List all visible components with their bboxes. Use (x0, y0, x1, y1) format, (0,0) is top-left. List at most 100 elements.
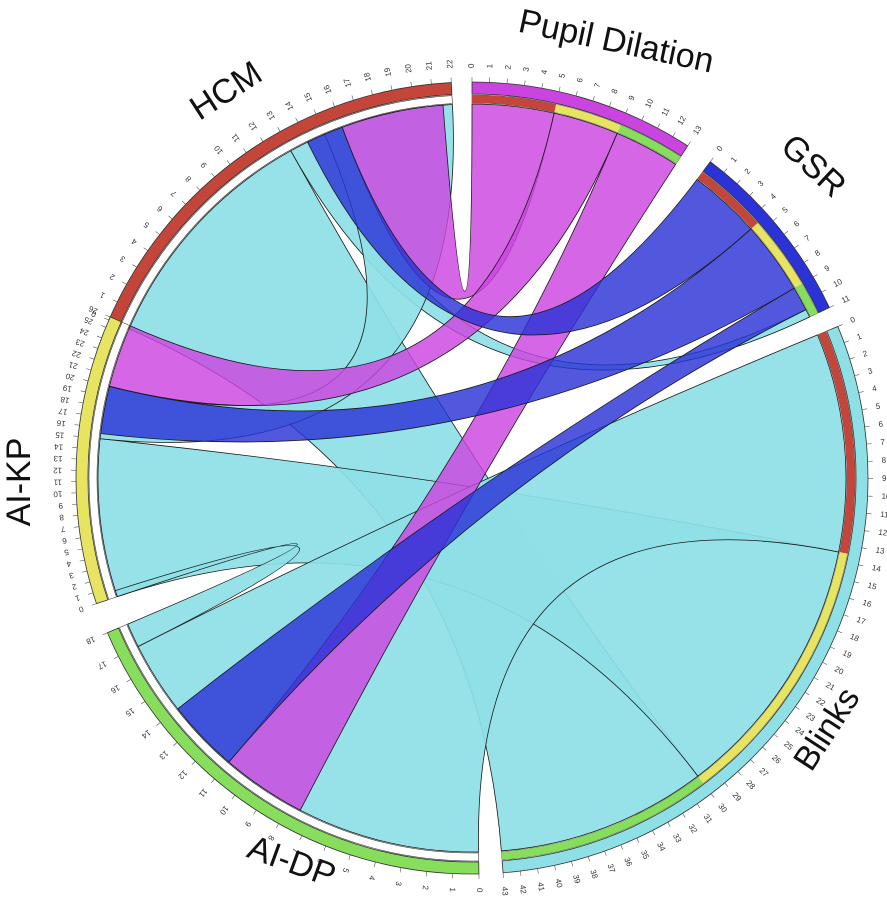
tick-label: 16 (861, 598, 873, 609)
tick-label: 8 (266, 834, 276, 843)
segment-track-aidp (119, 624, 479, 862)
tick-mark (373, 861, 376, 867)
tick-mark (410, 81, 412, 87)
tick-mark (82, 570, 88, 573)
tick-label: 36 (622, 856, 634, 868)
tick-mark (558, 86, 561, 92)
tick-label: 2 (862, 349, 869, 359)
tick-label: 5 (142, 220, 151, 230)
tick-label: 17 (855, 615, 867, 627)
tick-mark (636, 837, 640, 843)
tick-label: 11 (229, 132, 241, 144)
tick-label: 4 (871, 384, 878, 394)
tick-mark (86, 368, 92, 371)
tick-label: 17 (57, 406, 68, 416)
tick-label: 11 (840, 293, 852, 305)
tick-mark (537, 868, 539, 874)
tick-mark (399, 867, 402, 873)
tick-label: 6 (792, 219, 801, 229)
tick-mark (78, 401, 84, 404)
tick-label: 5 (781, 205, 791, 215)
tick-label: 22 (70, 348, 82, 359)
tick-mark (295, 117, 299, 123)
tick-mark (323, 845, 327, 851)
tick-mark (737, 771, 742, 776)
tick-label: 15 (867, 581, 878, 592)
tick-mark (243, 148, 247, 153)
tick-label: 0 (475, 888, 484, 893)
tick-mark (231, 795, 236, 800)
tick-label: 4 (65, 559, 72, 569)
tick-label: 18 (59, 394, 70, 405)
tick-mark (113, 656, 119, 659)
tick-label: 33 (671, 832, 683, 845)
tick-mark (822, 662, 828, 665)
tick-mark (101, 325, 106, 328)
tick-label: 4 (367, 875, 377, 882)
segment-arc-aikp (75, 316, 122, 605)
tick-mark (821, 289, 827, 293)
tick-mark (211, 778, 215, 783)
tick-mark (105, 314, 111, 318)
tick-mark (830, 646, 835, 650)
tick-label: 1 (448, 887, 457, 892)
ribbon-gsr-to-aidp (177, 287, 807, 763)
segment-arc-gsr (702, 161, 830, 314)
tick-label: 16 (109, 683, 122, 696)
tick-mark (829, 305, 835, 308)
tick-label: 19 (382, 66, 393, 77)
tick-mark (425, 871, 428, 877)
tick-label: 0 (89, 309, 97, 319)
link-indicator-pupil (554, 104, 621, 133)
tick-label: 7 (290, 846, 300, 854)
tick-label: 5 (63, 547, 70, 557)
tick-label: 24 (78, 326, 90, 338)
tick-label: 3 (521, 66, 531, 72)
tick-mark (332, 101, 335, 107)
tick-label: 10 (212, 143, 225, 156)
tick-mark (524, 80, 526, 86)
tick-mark (854, 581, 860, 584)
tick-mark (73, 435, 79, 437)
tick-label: 13 (875, 545, 886, 556)
tick-label: 7 (592, 81, 602, 89)
tick-mark (191, 761, 196, 766)
tick-label: 30 (716, 802, 729, 815)
tick-label: 14 (283, 99, 295, 111)
tick-mark (858, 564, 864, 567)
tick-label: 13 (53, 454, 63, 463)
tick-mark (554, 865, 556, 871)
tick-label: 19 (841, 648, 853, 660)
segment-arc-aidp (106, 627, 480, 875)
tick-label: 35 (639, 849, 651, 861)
tick-mark (761, 204, 766, 209)
tick-mark (696, 803, 701, 809)
tick-label: 8 (58, 513, 64, 522)
tick-mark (122, 281, 127, 285)
tick-label: 12 (53, 466, 63, 475)
tick-label: 12 (676, 114, 689, 127)
tick-mark (813, 274, 818, 278)
tick-label: 13 (691, 124, 704, 137)
link-indicator-gsr (697, 172, 758, 229)
tick-mark (168, 215, 173, 220)
tick-mark (657, 123, 661, 129)
tick-label: 4 (769, 191, 779, 201)
tick-mark (724, 782, 729, 787)
tick-label: 4 (539, 69, 549, 76)
tick-label: 15 (54, 430, 64, 440)
tick-label: 18 (362, 71, 373, 82)
tick-mark (844, 340, 849, 343)
tick-label: 15 (302, 91, 314, 103)
tick-mark (226, 160, 231, 165)
tick-label: 1 (729, 155, 739, 165)
tick-label: 22 (445, 59, 454, 69)
tick-mark (667, 822, 671, 827)
segment-label-hcm: HCM (183, 54, 269, 128)
tick-mark (843, 614, 849, 617)
segment-label-ai-kp: AI-KP (0, 438, 38, 527)
link-indicator-gsr (795, 283, 818, 317)
tick-label: 28 (744, 779, 757, 792)
tick-label: 13 (265, 109, 277, 122)
tick-mark (196, 186, 201, 191)
